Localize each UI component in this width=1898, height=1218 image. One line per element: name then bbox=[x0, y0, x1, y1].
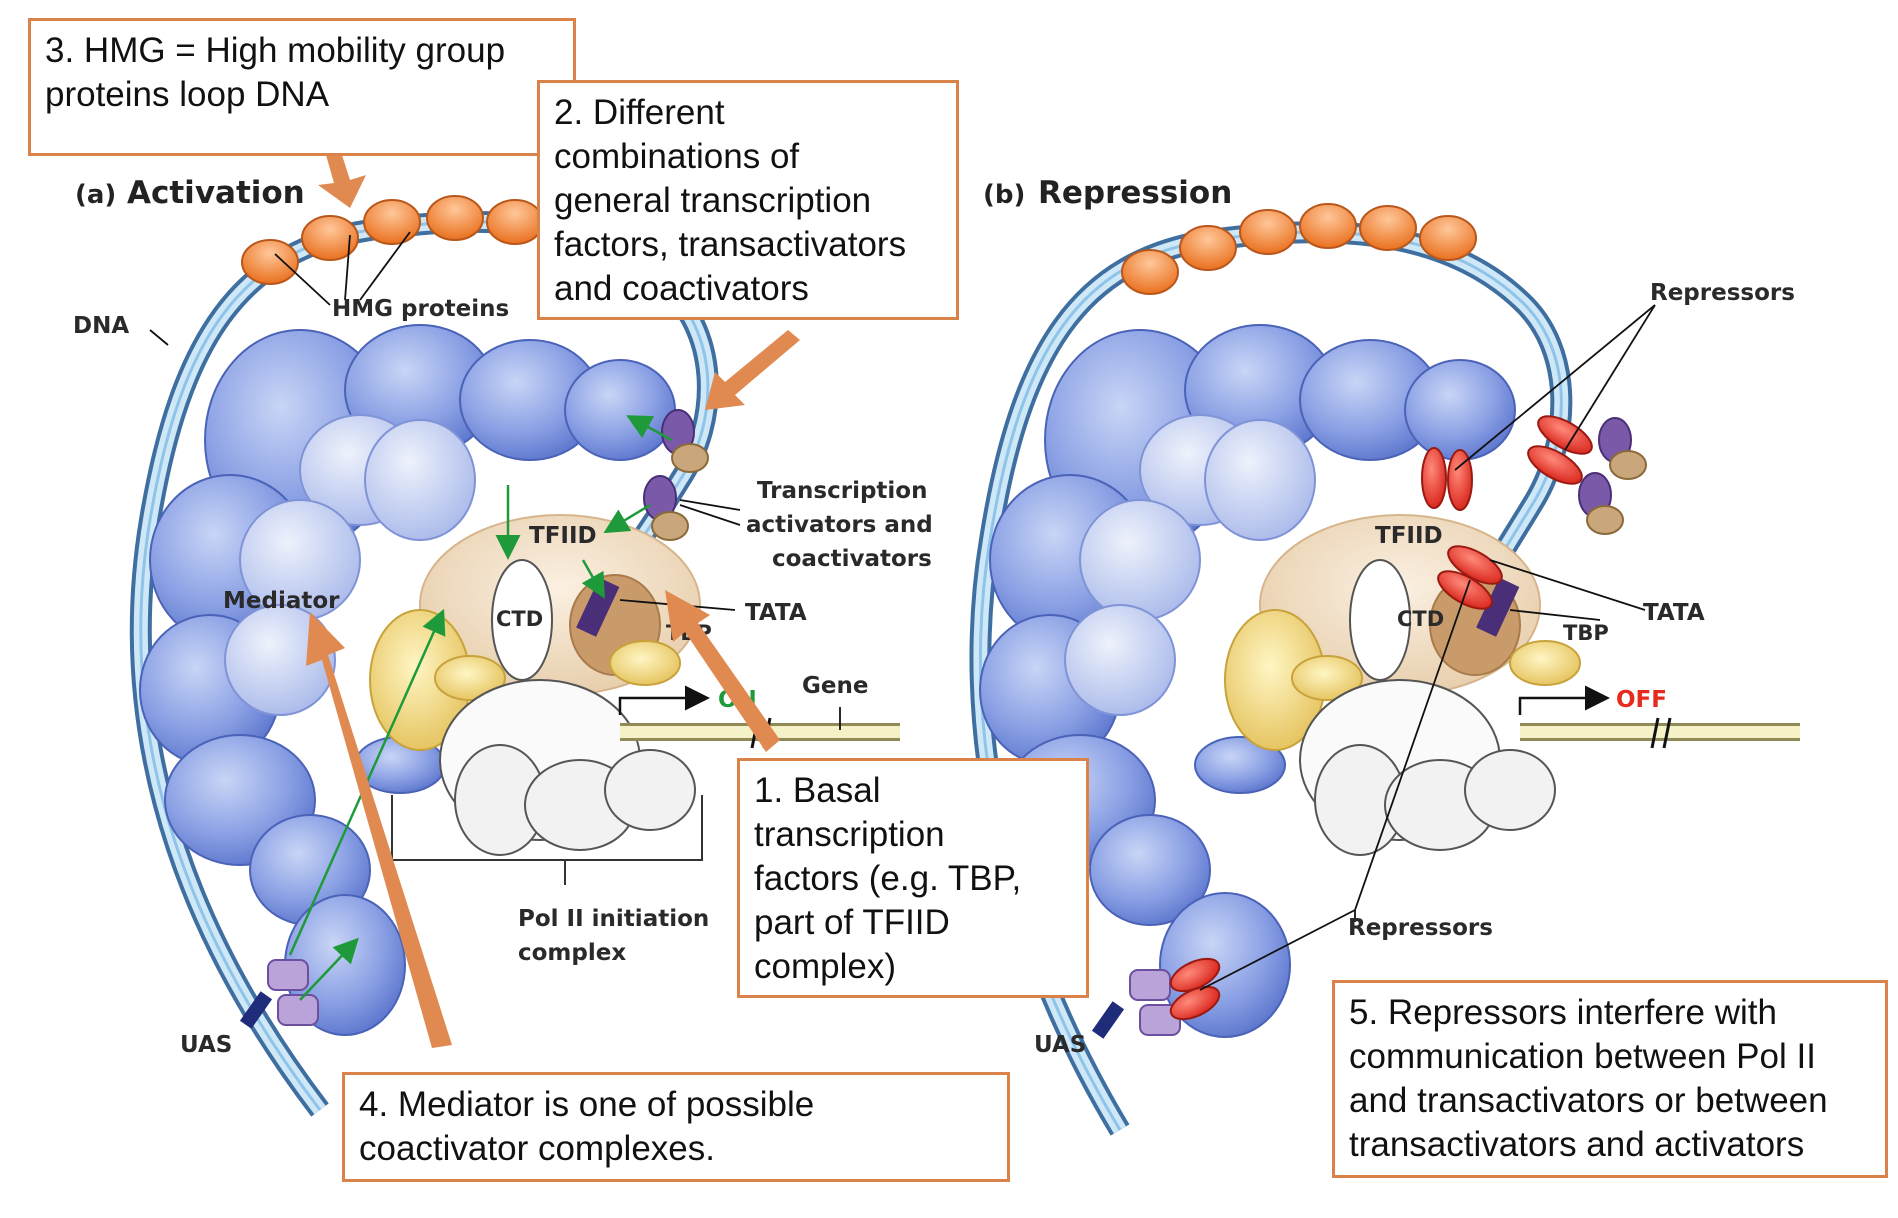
callout-5-repressors: 5. Repressors interfere with communicati… bbox=[1332, 980, 1888, 1178]
callout-2-line-4: factors, transactivators bbox=[554, 225, 907, 264]
mediator-complex-b bbox=[979, 324, 1516, 1038]
callout-4-line-2: coactivator complexes. bbox=[359, 1129, 715, 1168]
transcription-activators bbox=[267, 409, 709, 1026]
hmg-proteins bbox=[241, 195, 544, 285]
ctd-label: CTD bbox=[496, 607, 543, 631]
pol2-complex bbox=[439, 559, 696, 856]
uas-site bbox=[239, 991, 273, 1029]
tata-label-b: TATA bbox=[1643, 600, 1705, 626]
tata-label: TATA bbox=[745, 600, 807, 626]
activators-label-line2: activators and bbox=[746, 512, 933, 538]
callout-1-basal: 1. Basal transcription factors (e.g. TBP… bbox=[737, 758, 1089, 998]
tbp-label-b: TBP bbox=[1563, 621, 1609, 645]
callout-2-line-1: 2. Different bbox=[554, 93, 725, 132]
callout-1-line-4: part of TFIID bbox=[754, 903, 950, 942]
panel-a-letter: (a) bbox=[75, 180, 116, 210]
arrow-callout-4 bbox=[306, 612, 452, 1048]
hmg-label: HMG proteins bbox=[332, 296, 509, 322]
panel-a-title: Activation bbox=[127, 175, 305, 211]
callout-5-line-1: 5. Repressors interfere with bbox=[1349, 993, 1777, 1032]
pol2-label-line1: Pol II initiation bbox=[518, 906, 709, 932]
callout-2-line-3: general transcription bbox=[554, 181, 872, 220]
callout-4-line-1: 4. Mediator is one of possible bbox=[359, 1085, 815, 1124]
hmg-proteins-b bbox=[1121, 203, 1477, 295]
callout-arrows bbox=[306, 155, 800, 1048]
callout-4-mediator: 4. Mediator is one of possible coactivat… bbox=[342, 1072, 1010, 1182]
gene-label: Gene bbox=[802, 673, 868, 699]
dna-label: DNA bbox=[73, 313, 129, 339]
panel-b-title: Repression bbox=[1038, 175, 1232, 211]
pol2-complex-b bbox=[1299, 559, 1556, 856]
panel-activation: (a) Activation DNA HMG proteins Transcri… bbox=[73, 175, 933, 1117]
callout-2-combinations: 2. Different combinations of general tra… bbox=[537, 80, 959, 320]
tfiid-label: TFIID bbox=[529, 523, 597, 549]
callout-3-line-1: 3. HMG = High mobility group bbox=[45, 31, 506, 70]
activators-label-line1: Transcription bbox=[757, 478, 927, 504]
callout-5-line-2: communication between Pol II bbox=[1349, 1037, 1816, 1076]
activators-b bbox=[1129, 417, 1647, 1036]
arrow-callout-3 bbox=[318, 155, 366, 208]
callout-2-line-2: combinations of bbox=[554, 137, 800, 176]
callout-3-hmg: 3. HMG = High mobility group proteins lo… bbox=[28, 18, 576, 156]
callout-1-line-5: complex) bbox=[754, 947, 896, 986]
mediator-label: Mediator bbox=[223, 588, 340, 614]
pol2-label-line2: complex bbox=[518, 940, 626, 966]
repressors bbox=[1169, 415, 1593, 1021]
callout-2-line-5: and coactivators bbox=[554, 269, 809, 308]
callout-1-line-1: 1. Basal bbox=[754, 771, 881, 810]
repressors-top-label: Repressors bbox=[1650, 280, 1795, 306]
uas-label-b: UAS bbox=[1034, 1032, 1086, 1058]
callout-1-line-2: transcription bbox=[754, 815, 945, 854]
uas-label: UAS bbox=[180, 1032, 232, 1058]
panel-b-letter: (b) bbox=[983, 180, 1025, 210]
tfiid-label-b: TFIID bbox=[1375, 523, 1443, 549]
arrow-callout-1 bbox=[665, 590, 780, 752]
callout-5-line-3: and transactivators or between bbox=[1349, 1081, 1828, 1120]
ctd-label-b: CTD bbox=[1397, 607, 1444, 631]
arrow-callout-2 bbox=[705, 330, 800, 410]
activators-label-line3: coactivators bbox=[772, 546, 932, 572]
callout-3-line-2: proteins loop DNA bbox=[45, 75, 330, 114]
callout-1-line-3: factors (e.g. TBP, bbox=[754, 859, 1022, 898]
callout-5-line-4: transactivators and activators bbox=[1349, 1125, 1805, 1164]
repressors-bottom-label: Repressors bbox=[1348, 915, 1493, 941]
panel-repression: (b) Repression Repressors TFIID CTD TBP … bbox=[969, 175, 1800, 1136]
off-label: OFF bbox=[1616, 687, 1667, 713]
